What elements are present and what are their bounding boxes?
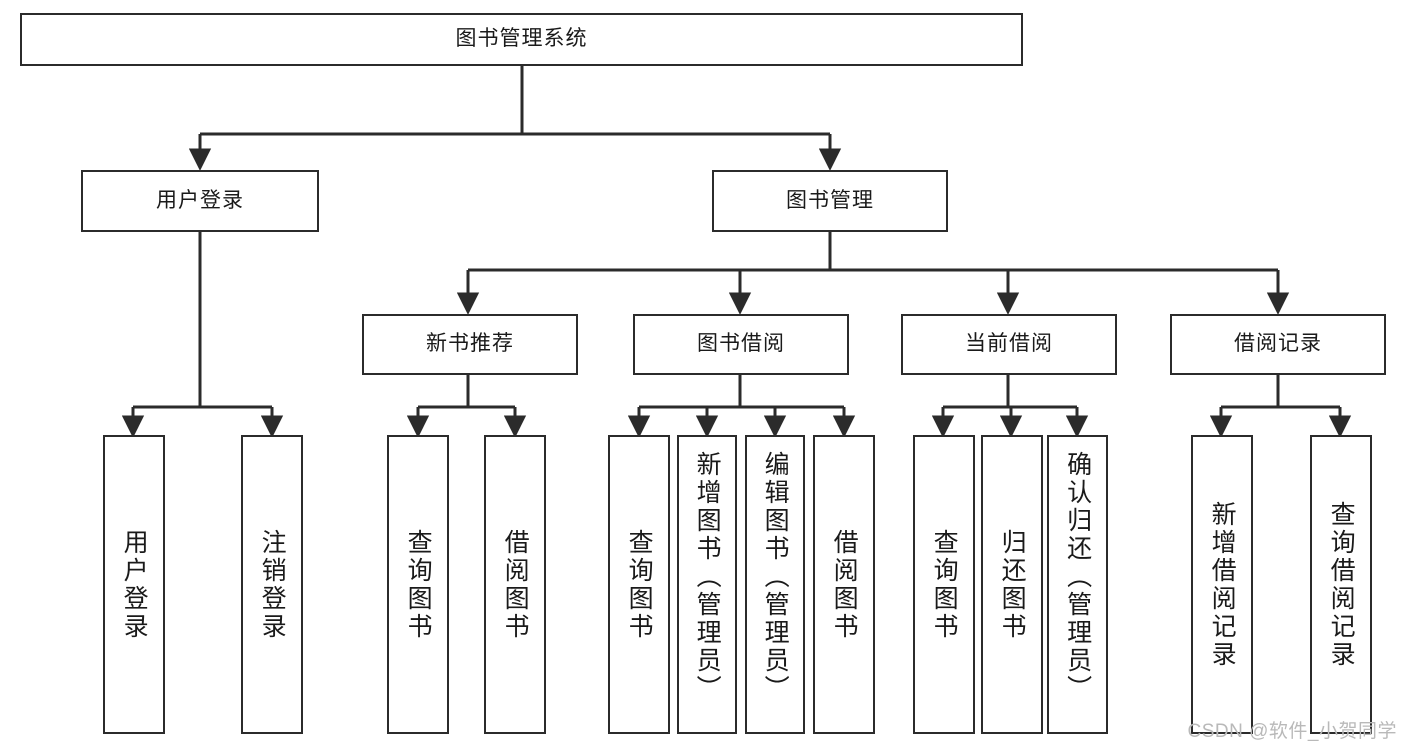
node-new-book-recommend-label: 新书推荐 — [426, 332, 514, 356]
node-leaf-borrow-book-2-label: 借阅图书 — [830, 528, 859, 641]
node-leaf-query-record-label: 查询借阅记录 — [1327, 500, 1356, 669]
node-leaf-query-record[interactable]: 查询借阅记录 — [1310, 435, 1372, 734]
node-leaf-add-record[interactable]: 新增借阅记录 — [1191, 435, 1253, 734]
node-leaf-query-book-2-label: 查询图书 — [625, 528, 654, 641]
node-user-login[interactable]: 用户登录 — [81, 170, 319, 232]
node-leaf-confirm-return[interactable]: 确认归还（管理员） — [1047, 435, 1108, 734]
node-leaf-query-book-3[interactable]: 查询图书 — [913, 435, 975, 734]
node-leaf-return-book[interactable]: 归还图书 — [981, 435, 1043, 734]
node-leaf-add-record-label: 新增借阅记录 — [1208, 500, 1237, 669]
node-leaf-query-book-3-label: 查询图书 — [930, 528, 959, 641]
node-leaf-user-logout-label: 注销登录 — [258, 528, 287, 641]
node-leaf-add-book-label: 新增图书（管理员） — [693, 451, 722, 703]
node-leaf-borrow-book-2[interactable]: 借阅图书 — [813, 435, 875, 734]
node-borrow-record-label: 借阅记录 — [1234, 332, 1322, 356]
node-current-borrow[interactable]: 当前借阅 — [901, 314, 1117, 375]
node-book-manage[interactable]: 图书管理 — [712, 170, 948, 232]
node-leaf-query-book-1[interactable]: 查询图书 — [387, 435, 449, 734]
node-book-borrow[interactable]: 图书借阅 — [633, 314, 849, 375]
node-leaf-edit-book[interactable]: 编辑图书（管理员） — [745, 435, 805, 734]
node-leaf-return-book-label: 归还图书 — [998, 528, 1027, 641]
node-leaf-query-book-2[interactable]: 查询图书 — [608, 435, 670, 734]
node-user-login-label: 用户登录 — [156, 188, 244, 212]
node-new-book-recommend[interactable]: 新书推荐 — [362, 314, 578, 375]
csdn-watermark: CSDN @软件_小贺同学 — [1187, 721, 1397, 742]
node-current-borrow-label: 当前借阅 — [965, 332, 1053, 356]
node-leaf-confirm-return-label: 确认归还（管理员） — [1063, 451, 1092, 703]
node-leaf-query-book-1-label: 查询图书 — [404, 528, 433, 641]
node-borrow-record[interactable]: 借阅记录 — [1170, 314, 1386, 375]
node-leaf-borrow-book-1-label: 借阅图书 — [501, 528, 530, 641]
node-book-manage-label: 图书管理 — [786, 188, 874, 212]
node-leaf-edit-book-label: 编辑图书（管理员） — [761, 451, 790, 703]
node-leaf-user-login[interactable]: 用户登录 — [103, 435, 165, 734]
node-book-borrow-label: 图书借阅 — [697, 332, 785, 356]
node-leaf-user-logout[interactable]: 注销登录 — [241, 435, 303, 734]
node-leaf-user-login-label: 用户登录 — [120, 528, 149, 641]
node-leaf-add-book[interactable]: 新增图书（管理员） — [677, 435, 737, 734]
node-leaf-borrow-book-1[interactable]: 借阅图书 — [484, 435, 546, 734]
node-root-label: 图书管理系统 — [455, 27, 588, 51]
node-root[interactable]: 图书管理系统 — [20, 13, 1023, 66]
